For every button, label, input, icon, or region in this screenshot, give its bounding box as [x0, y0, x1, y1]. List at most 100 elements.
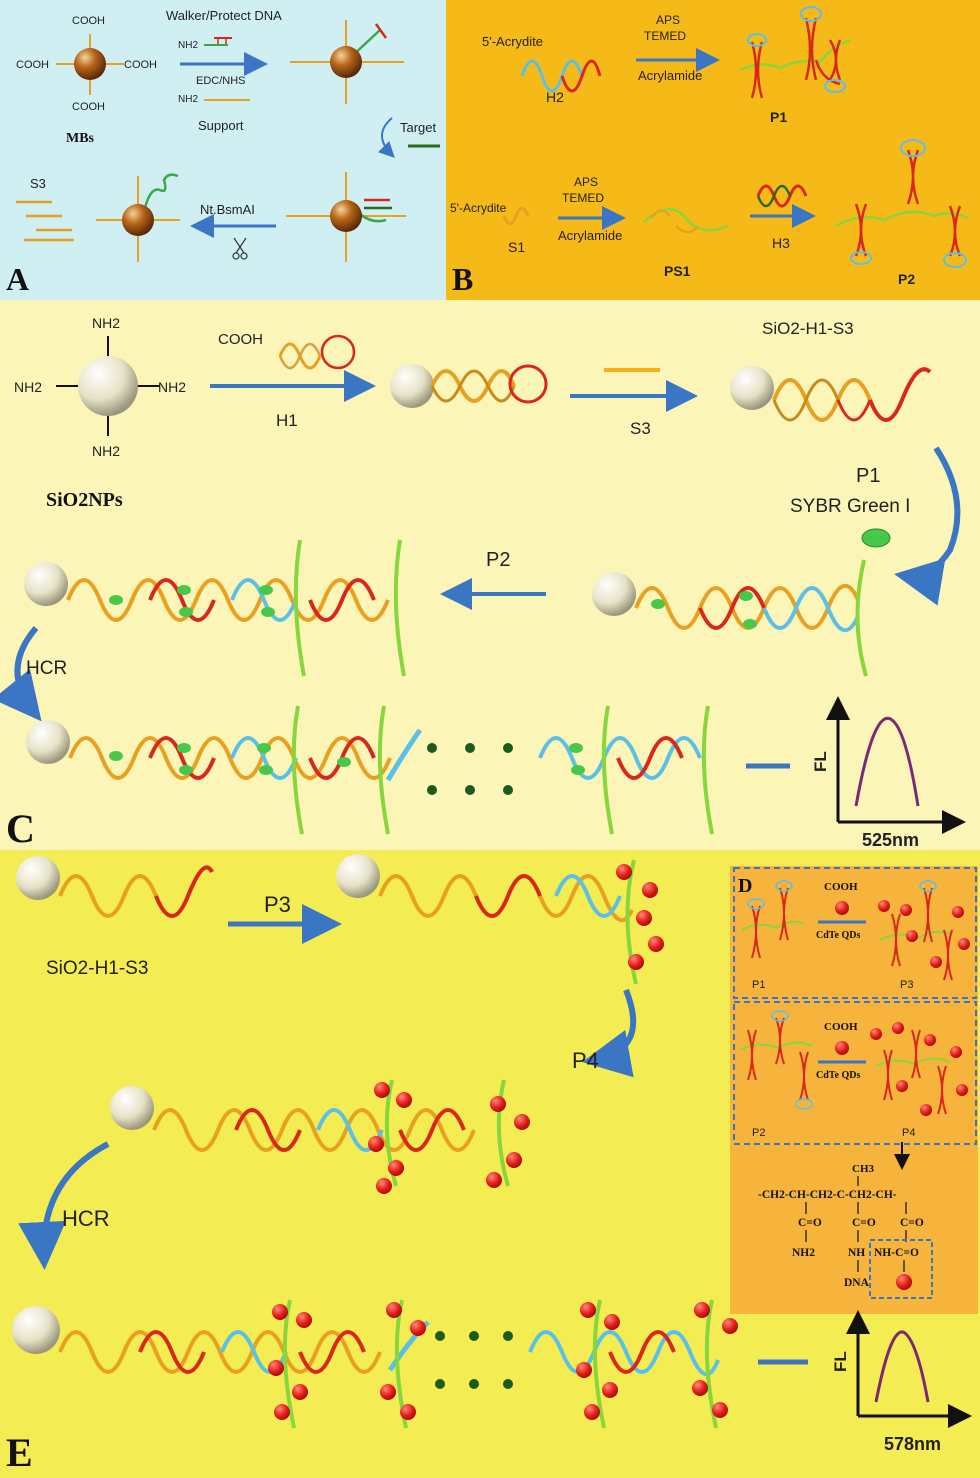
- silica-nanoparticle: [78, 356, 138, 416]
- h1-helix: [430, 369, 516, 403]
- walker-protect-label: Walker/Protect DNA: [166, 8, 282, 23]
- silica-nanoparticle-row3: [26, 720, 70, 764]
- d-p2-label: P2: [752, 1127, 765, 1139]
- nh2-walker-label: NH2: [178, 40, 198, 51]
- panel-d-background: [730, 866, 978, 1314]
- d-p2-gel: [739, 1010, 813, 1110]
- sybr-label: SYBR Green I: [790, 496, 910, 517]
- h3-label: H3: [772, 235, 790, 251]
- fl-plot-525: FL 525nm: [811, 696, 966, 850]
- sio2nps-label: SiO2NPs: [46, 489, 123, 511]
- silica-nanoparticle-row2: [592, 572, 636, 616]
- p1-hairpin-1: [750, 41, 764, 99]
- panel-a-background: [0, 0, 446, 300]
- row2-left-helix: [66, 539, 406, 677]
- arrow-e-p4: [582, 988, 637, 1078]
- fl-plot-578: FL 578nm: [831, 1310, 972, 1454]
- arrow-c-p1: [894, 446, 961, 606]
- acrydite-2-label: 5'-Acrydite: [450, 201, 507, 215]
- nh2-bottom-label: NH2: [92, 443, 120, 459]
- magnetic-bead-3: [330, 200, 362, 232]
- d-qd-link-box: [869, 1239, 933, 1299]
- arrow-c-hcr: [0, 626, 42, 722]
- sio2-h1-s3-label-e: SiO2-H1-S3: [46, 958, 148, 979]
- d-nh2-label: NH2: [792, 1247, 815, 1259]
- e1-helix: [58, 865, 214, 918]
- h2-label: H2: [546, 89, 564, 105]
- panel-d-box-1: [733, 867, 977, 999]
- ps1-label: PS1: [664, 263, 691, 279]
- wavelength-525-label: 525nm: [862, 830, 919, 850]
- p1-label-c: P1: [856, 465, 880, 487]
- e4-helix: [58, 1299, 738, 1429]
- aps-1-label: APS: [656, 13, 680, 27]
- d-cooh-2-label: COOH: [824, 1021, 858, 1033]
- silica-nanoparticle-e1: [16, 856, 60, 900]
- e3-helix: [152, 1079, 530, 1194]
- row3-helix: [68, 705, 714, 835]
- d-p1-gel: [741, 880, 805, 959]
- fl-peak-578: [874, 1330, 930, 1403]
- support-label: Support: [198, 118, 244, 133]
- silica-nanoparticle-e2: [336, 854, 380, 898]
- row2-right-helix: [634, 559, 868, 677]
- magnetic-bead-2: [330, 46, 362, 78]
- aps-2-label: APS: [574, 175, 598, 189]
- panel-c-letter: C: [6, 806, 35, 851]
- d-p1-label: P1: [752, 979, 765, 991]
- panel-c: NH2 NH2 NH2 NH2 SiO2NPs COOH H1 S3 SiO2-…: [0, 315, 966, 851]
- fl-axis-label-c: FL: [811, 751, 830, 772]
- d-dna-label: DNA: [844, 1277, 870, 1289]
- panel-e: SiO2-H1-S3 P3 P4: [6, 854, 972, 1475]
- h2-strand: [520, 59, 584, 93]
- panel-a-letter: A: [6, 261, 29, 297]
- p2-label-c: P2: [486, 549, 510, 571]
- panel-b: 5'-Acrydite H2 APS TEMED Acrylamide P1 5…: [450, 6, 969, 297]
- p1-label: P1: [770, 109, 787, 125]
- panel-e-letter: E: [6, 1430, 33, 1475]
- panel-d: D P1 COOH CdTe QDs P3: [733, 867, 977, 1299]
- s3-label: S3: [30, 176, 46, 191]
- temed-1-label: TEMED: [644, 29, 686, 43]
- p3-label-e: P3: [264, 892, 291, 917]
- h3-strand: [756, 184, 808, 208]
- mbs-label: MBs: [66, 131, 95, 146]
- cooh-top-label: COOH: [72, 15, 105, 27]
- d-chemical-structure: CH3 -CH2-CH-CH2-C-CH2-CH- C=O C=O C=O NH…: [758, 1163, 933, 1299]
- hcr-label-c: HCR: [26, 658, 67, 679]
- d-p4-gel: [870, 1022, 968, 1116]
- h1-s3-helix: [772, 367, 932, 422]
- s1-label: S1: [508, 239, 525, 255]
- d-co-2-label: C=O: [852, 1217, 876, 1229]
- panel-a: COOH COOH COOH COOH MBs Walker/Protect D…: [6, 8, 440, 297]
- acrydite-1-label: 5'-Acrydite: [482, 34, 543, 49]
- e2-helix: [378, 859, 664, 985]
- d-cooh-1-label: COOH: [824, 881, 858, 893]
- panel-b-letter: B: [452, 261, 473, 297]
- sybr-green-dye: [861, 528, 891, 548]
- silica-nanoparticle-h1: [390, 364, 434, 408]
- d-chain-label: -CH2-CH-CH2-C-CH2-CH-: [758, 1189, 897, 1201]
- fl-axis-label-e: FL: [831, 1351, 850, 1372]
- d-p4-label: P4: [902, 1127, 915, 1139]
- d-co-1-label: C=O: [798, 1217, 822, 1229]
- nh2-right-label: NH2: [158, 379, 186, 395]
- acrylamide-1-label: Acrylamide: [638, 68, 702, 83]
- d-cdte-1-label: CdTe QDs: [816, 930, 860, 941]
- sio2-h1-s3-label-c: SiO2-H1-S3: [762, 319, 854, 338]
- temed-2-label: TEMED: [562, 191, 604, 205]
- s3-label-c: S3: [630, 419, 651, 438]
- d-qd-dot: [896, 1274, 912, 1290]
- p2-hairpin-2: [906, 149, 920, 205]
- ntbsmai-label: Nt.BsmAI: [200, 202, 255, 217]
- cooh-left-label: COOH: [16, 59, 49, 71]
- magnetic-bead: [74, 48, 106, 80]
- cooh-h1-label: COOH: [218, 331, 263, 348]
- h1-label: H1: [276, 411, 298, 430]
- p4-label-e: P4: [572, 1048, 599, 1073]
- cooh-bottom-label: COOH: [72, 101, 105, 113]
- panel-d-box-2: [733, 1001, 977, 1145]
- fl-peak-525: [854, 716, 920, 807]
- d-p3-gel: [878, 880, 970, 981]
